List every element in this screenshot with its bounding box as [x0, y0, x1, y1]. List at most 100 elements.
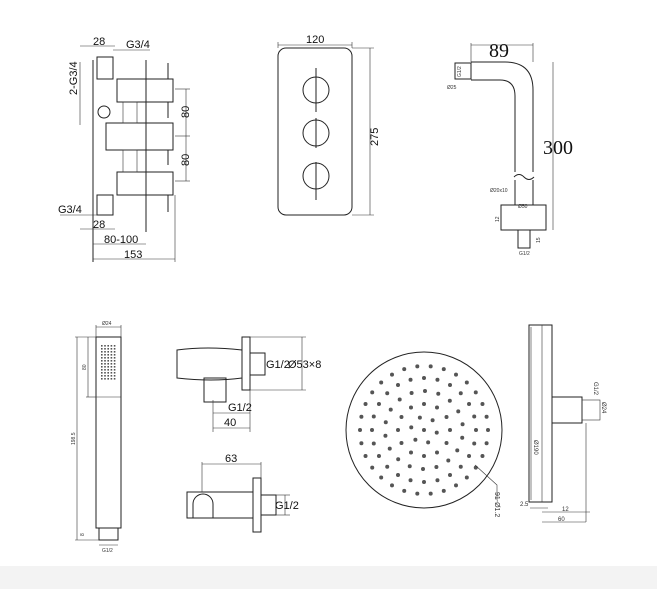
dim-front-height: 275: [369, 128, 381, 146]
hand-nozzle: [110, 375, 113, 377]
hand-nozzle: [113, 360, 116, 362]
nozzle-dot: [379, 475, 384, 480]
nozzle-dot: [428, 364, 433, 369]
label-arm-flange-dia: Ø50: [518, 204, 528, 210]
label-inlet-2g34: 2-G3/4: [68, 61, 80, 95]
nozzle-dot: [448, 428, 452, 432]
nozzle-dot: [426, 440, 431, 445]
nozzle-dot: [448, 473, 452, 478]
nozzle-dot: [385, 391, 390, 396]
nozzle-dot: [417, 415, 422, 420]
hand-nozzle: [113, 378, 116, 380]
nozzle-dot: [434, 430, 439, 435]
shower-arm-drawing: 89 300 G1/2 Ø25 Ø20x10 Ø50 12 15 G1/2: [447, 40, 573, 257]
hand-nozzle: [113, 372, 116, 374]
hand-nozzle: [110, 345, 113, 347]
hand-nozzle: [107, 369, 109, 371]
nozzle-dot: [370, 428, 374, 432]
nozzle-dot: [467, 454, 472, 458]
label-hand-thread: G1/2: [102, 548, 113, 554]
hand-nozzle: [110, 348, 113, 350]
nozzle-dot: [402, 367, 407, 372]
label-holder-thread-down: G1/2: [228, 402, 252, 414]
nozzle-dot: [388, 407, 393, 412]
label-holder-projection: 40: [224, 417, 236, 429]
nozzle-dot: [408, 377, 413, 382]
label-bottom-g34: G3/4: [58, 204, 82, 216]
label-arm-wall-gap: Ø25: [447, 85, 457, 91]
nozzle-dot: [422, 428, 426, 432]
label-holder-thread-side: G1/2: [266, 359, 290, 371]
nozzle-dot: [484, 414, 489, 419]
dim-total-depth: 153: [124, 249, 142, 261]
dim-depth-range: 80-100: [104, 234, 138, 246]
nozzle-dot: [448, 382, 452, 387]
nozzle-dot: [456, 409, 461, 414]
hand-nozzle: [104, 345, 106, 347]
hand-nozzle: [104, 354, 106, 356]
nozzle-dot: [473, 465, 478, 470]
hand-nozzle: [104, 372, 106, 374]
nozzle-dot: [363, 401, 368, 406]
nozzle-dot: [390, 483, 394, 488]
hand-nozzle: [113, 363, 116, 365]
hand-nozzle: [107, 366, 109, 368]
nozzle-dot: [408, 478, 413, 483]
nozzle-dot: [458, 391, 463, 396]
hand-nozzle: [101, 363, 103, 365]
hand-nozzle: [101, 351, 103, 353]
hand-nozzle: [101, 369, 103, 371]
hand-nozzle: [101, 354, 103, 356]
hand-nozzle: [101, 375, 103, 377]
nozzle-dot: [407, 464, 412, 469]
hand-nozzle: [107, 372, 109, 374]
label-top-g34: G3/4: [126, 39, 150, 51]
nozzle-dot: [422, 402, 426, 406]
hand-nozzle: [104, 378, 106, 380]
nozzle-dot: [358, 428, 362, 432]
hand-nozzle: [110, 366, 113, 368]
label-holder-flange: Ø53×8: [288, 359, 321, 371]
hand-nozzle: [101, 360, 103, 362]
nozzle-dot: [447, 398, 452, 403]
hand-nozzle: [113, 345, 116, 347]
nozzle-dot: [422, 376, 426, 380]
nozzle-dot: [409, 391, 414, 396]
nozzle-dot: [455, 448, 460, 453]
label-outlet-thread: G1/2: [275, 500, 299, 512]
dim-spacing-2: 80: [180, 154, 192, 166]
dim-front-width: 120: [306, 34, 324, 46]
hand-nozzle: [110, 378, 113, 380]
nozzle-dot: [422, 480, 426, 484]
nozzle-dot: [484, 441, 489, 446]
nozzle-dot: [480, 454, 485, 459]
hand-nozzle: [104, 351, 106, 353]
nozzle-dot: [454, 372, 458, 377]
hand-nozzle: [113, 366, 116, 368]
label-arm-base-thread: G1/2: [519, 251, 530, 257]
nozzle-dot: [376, 454, 381, 458]
label-hand-thread-len: 8: [80, 533, 86, 536]
hand-nozzle: [104, 363, 106, 365]
hand-nozzle: [107, 375, 109, 377]
hand-nozzle: [110, 354, 113, 356]
hand-nozzle: [101, 366, 103, 368]
nozzle-dot: [444, 441, 449, 445]
label-hand-head-length: 80: [82, 364, 88, 370]
label-arm-pipe-dia: Ø20x10: [490, 188, 508, 194]
nozzle-dot: [460, 422, 465, 427]
nozzle-dot: [397, 397, 402, 402]
nozzle-dot: [467, 402, 472, 406]
nozzle-dot: [396, 428, 400, 432]
hand-nozzle: [104, 375, 106, 377]
hand-nozzle: [113, 369, 116, 371]
nozzle-dot: [371, 414, 376, 419]
nozzle-dot: [415, 364, 420, 369]
nozzle-dot: [464, 475, 469, 480]
nozzle-dot: [473, 390, 478, 395]
nozzle-dot: [387, 446, 392, 451]
hand-nozzle: [113, 354, 116, 356]
hand-nozzle: [113, 351, 116, 353]
hand-nozzle: [104, 360, 106, 362]
hand-nozzle: [110, 369, 113, 371]
